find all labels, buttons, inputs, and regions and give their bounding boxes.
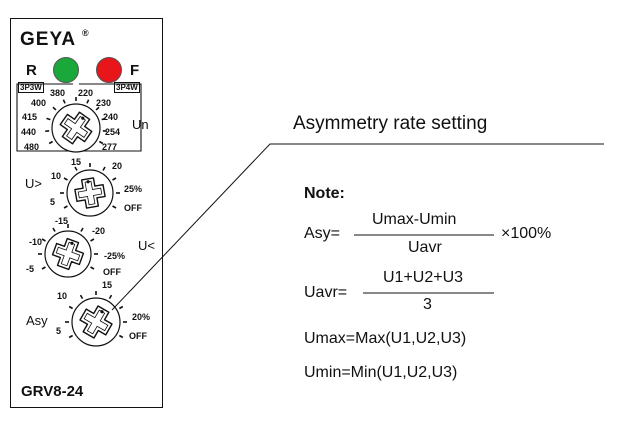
led-r-indicator (53, 57, 79, 83)
asy-knob[interactable] (65, 291, 127, 347)
un-tag-3p4w: 3P4W (114, 82, 140, 93)
un-left-value: 400 (31, 98, 47, 108)
un-dial-label: Un (132, 117, 149, 132)
uavr-formula-numerator: U1+U2+U3 (383, 269, 464, 286)
asy-value: 10 (57, 291, 68, 301)
uunder-value: -20 (92, 226, 106, 236)
led-f-label: F (130, 62, 140, 79)
uover-value: 5 (50, 197, 56, 207)
asy-formula-factor: ×100% (501, 225, 552, 242)
un-left-value: 415 (22, 112, 38, 122)
un-voltage-brackets (16, 83, 142, 152)
uunder-value: -5 (26, 264, 35, 274)
uunder-dial-label: U< (138, 238, 155, 253)
callout-leader-line (111, 143, 604, 311)
brand-logo: GEYA (20, 29, 77, 50)
led-r-label: R (26, 62, 37, 79)
uunder-value: -25% (104, 251, 126, 261)
asy-dial-label: Asy (26, 313, 48, 328)
asy-formula-denominator: Uavr (408, 239, 442, 256)
uover-value: 10 (51, 171, 62, 181)
uunder-value: -15 (55, 216, 69, 226)
un-right-value: 277 (102, 142, 118, 152)
callout-title: Asymmetry rate setting (293, 113, 488, 134)
asy-value: OFF (129, 331, 147, 341)
led-f-indicator (96, 57, 122, 83)
un-right-value: 220 (78, 88, 94, 98)
note-heading: Note: (304, 185, 345, 202)
umax-formula: Umax=Max(U1,U2,U3) (304, 330, 467, 347)
asy-formula-numerator: Umax-Umin (372, 211, 457, 228)
uunder-value: OFF (103, 267, 121, 277)
un-right-value: 240 (103, 112, 119, 122)
asy-value: 20% (132, 312, 151, 322)
uover-value: 20 (112, 161, 123, 171)
uover-value: 25% (124, 184, 143, 194)
uunder-knob[interactable] (38, 224, 98, 278)
uover-value: OFF (124, 203, 142, 213)
un-right-value: 254 (105, 127, 121, 137)
un-left-value: 480 (24, 142, 40, 152)
uover-knob[interactable] (60, 163, 120, 217)
un-tag-3p3w: 3P3W (18, 82, 44, 93)
uunder-value: -10 (29, 237, 43, 247)
model-label: GRV8-24 (21, 383, 84, 400)
un-right-value: 230 (96, 98, 112, 108)
un-knob[interactable] (45, 97, 107, 153)
umin-formula: Umin=Min(U1,U2,U3) (304, 364, 458, 381)
uover-dial-label: U> (25, 176, 42, 191)
un-left-value: 380 (50, 88, 66, 98)
uover-value: 15 (71, 157, 82, 167)
uavr-formula-denominator: 3 (423, 296, 432, 313)
registered-mark: ® (82, 28, 89, 38)
asy-formula-lhs: Asy= (304, 225, 341, 242)
un-left-value: 440 (21, 127, 37, 137)
asy-value: 15 (102, 280, 113, 290)
asy-value: 5 (56, 326, 62, 336)
uavr-formula-lhs: Uavr= (304, 284, 348, 301)
